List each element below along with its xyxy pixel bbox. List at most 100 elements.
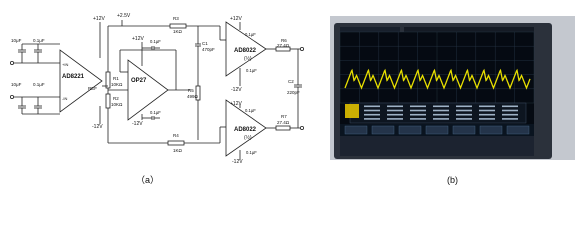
measurement-readout — [456, 105, 472, 108]
scope-top-status-bar — [340, 27, 400, 32]
softkey-row[interactable] — [344, 125, 530, 135]
input-terminal-minus — [9, 95, 14, 100]
buffer-ad8022-bottom — [225, 99, 267, 157]
rail-pos-label-4: +12V — [230, 101, 242, 107]
measurement-readout — [410, 105, 426, 108]
cap-01uf-label-1: 0.1μF — [33, 38, 45, 43]
c1-label: C1 — [202, 41, 208, 46]
softkey-button[interactable] — [344, 125, 368, 135]
measurement-readout — [433, 113, 449, 116]
rail-pos-label-2: +12V — [132, 36, 144, 42]
measurement-readout — [433, 109, 449, 112]
r4-label: R4 — [173, 133, 179, 138]
c2-label: C2 — [288, 79, 294, 84]
measurement-readout — [364, 105, 380, 108]
r3-value: 1KΩ — [173, 29, 183, 34]
r3-label: R3 — [173, 16, 179, 21]
softkey-button[interactable] — [371, 125, 395, 135]
figure: +12V +2.5V +12V +12V +12V -12V -12V -12V… — [9, 13, 575, 185]
scope-trace — [344, 68, 531, 90]
softkey-button[interactable] — [479, 125, 503, 135]
measurement-readout — [387, 118, 403, 120]
measurement-readout — [479, 105, 495, 108]
measurement-readout — [502, 113, 518, 116]
measurement-rows — [364, 105, 518, 120]
resistor-r2 — [105, 93, 111, 109]
r4-value: 1KΩ — [173, 148, 183, 153]
buffer-ad8022-top — [225, 21, 267, 77]
measurement-readout — [433, 118, 449, 120]
pin-minus-in: -IN — [62, 96, 67, 101]
measurement-readout — [479, 113, 495, 116]
resistor-r3 — [169, 23, 187, 29]
buffer-bottom-label: AD8022 — [234, 127, 257, 133]
cap-01uf-label-2: 0.1μF — [33, 82, 45, 87]
inamp-label: AD8221 — [62, 74, 85, 80]
cap-buf-bot-a: 0.1μF — [245, 108, 256, 113]
oscilloscope-photo — [330, 16, 575, 160]
cap-buf-top-b: 0.1μF — [246, 68, 257, 73]
r7-value: 27.4Ω — [277, 120, 290, 125]
measurement-readout — [387, 105, 403, 108]
pin-ref: REF — [88, 86, 97, 91]
softkey-button[interactable] — [452, 125, 476, 135]
measurement-readout — [479, 109, 495, 112]
r6-label: R6 — [281, 38, 287, 43]
rail-neg-label-2: -12V — [132, 121, 143, 127]
cap-buf-top-a: 0.1μF — [245, 32, 256, 37]
opamp-label: OP27 — [131, 78, 147, 84]
buffer-bottom-sub: (½) — [244, 134, 252, 141]
rail-pos-label-1: +12V — [93, 16, 105, 22]
cap-op27-top: 0.1μF — [150, 39, 161, 44]
opamp-op27 — [127, 59, 169, 121]
cap-buf-bot-b: 0.1μF — [246, 150, 257, 155]
input-terminal-plus — [9, 61, 14, 66]
measurement-readout — [502, 109, 518, 112]
pin-plus-in: +IN — [62, 62, 68, 67]
r2-label: R2 — [113, 96, 119, 101]
cap-10uf-label-1: 10μF — [11, 38, 22, 43]
softkey-button[interactable] — [425, 125, 449, 135]
caption-b: (b) — [447, 175, 458, 185]
scope-top-info-bar — [404, 27, 534, 32]
r5-label: R5 — [188, 88, 194, 93]
softkey-button[interactable] — [398, 125, 422, 135]
measurement-readout — [433, 105, 449, 108]
measurement-readout — [410, 118, 426, 120]
c1-value: 470pF — [202, 47, 215, 52]
rail-neg-label-3: -12V — [231, 87, 242, 93]
resistor-r4 — [167, 140, 185, 146]
measurement-readout — [364, 118, 380, 120]
scope-lower-bezel — [340, 136, 534, 156]
r6-value: 27.4Ω — [277, 43, 290, 48]
r1-value: 10KΩ — [111, 82, 123, 87]
cap-10uf-label-2: 10μF — [11, 82, 22, 87]
rail-neg-label-4: -12V — [232, 159, 243, 165]
measurement-readout — [479, 118, 495, 120]
measurement-readout — [387, 109, 403, 112]
output-terminal-bottom — [299, 126, 304, 131]
measurement-readout — [364, 109, 380, 112]
measurement-readout — [456, 113, 472, 116]
softkey-button[interactable] — [506, 125, 530, 135]
buffer-top-label: AD8022 — [234, 48, 257, 54]
inamp-ad8221 — [59, 49, 103, 113]
buffer-top-sub: (½) — [244, 55, 252, 62]
cap-op27-bottom: 0.1μF — [150, 110, 161, 115]
measurement-readout — [387, 113, 403, 116]
channel-indicator — [345, 104, 359, 118]
caption-a: （a） — [136, 175, 159, 185]
measurement-readout — [456, 118, 472, 120]
rail-neg-label-1: -12V — [92, 124, 103, 130]
measurement-readout — [364, 113, 380, 116]
rail-ref-label: +2.5V — [117, 13, 131, 19]
measurement-readout — [502, 118, 518, 120]
r1-label: R1 — [113, 76, 119, 81]
measurement-readout — [410, 113, 426, 116]
r5-value: 499Ω — [187, 94, 199, 99]
schematic-panel: +12V +2.5V +12V +12V +12V -12V -12V -12V… — [9, 13, 304, 165]
measurement-readout — [502, 105, 518, 108]
rail-pos-label-3: +12V — [230, 16, 242, 22]
r2-value: 10KΩ — [111, 102, 123, 107]
c2-value: 220pF — [287, 90, 300, 95]
